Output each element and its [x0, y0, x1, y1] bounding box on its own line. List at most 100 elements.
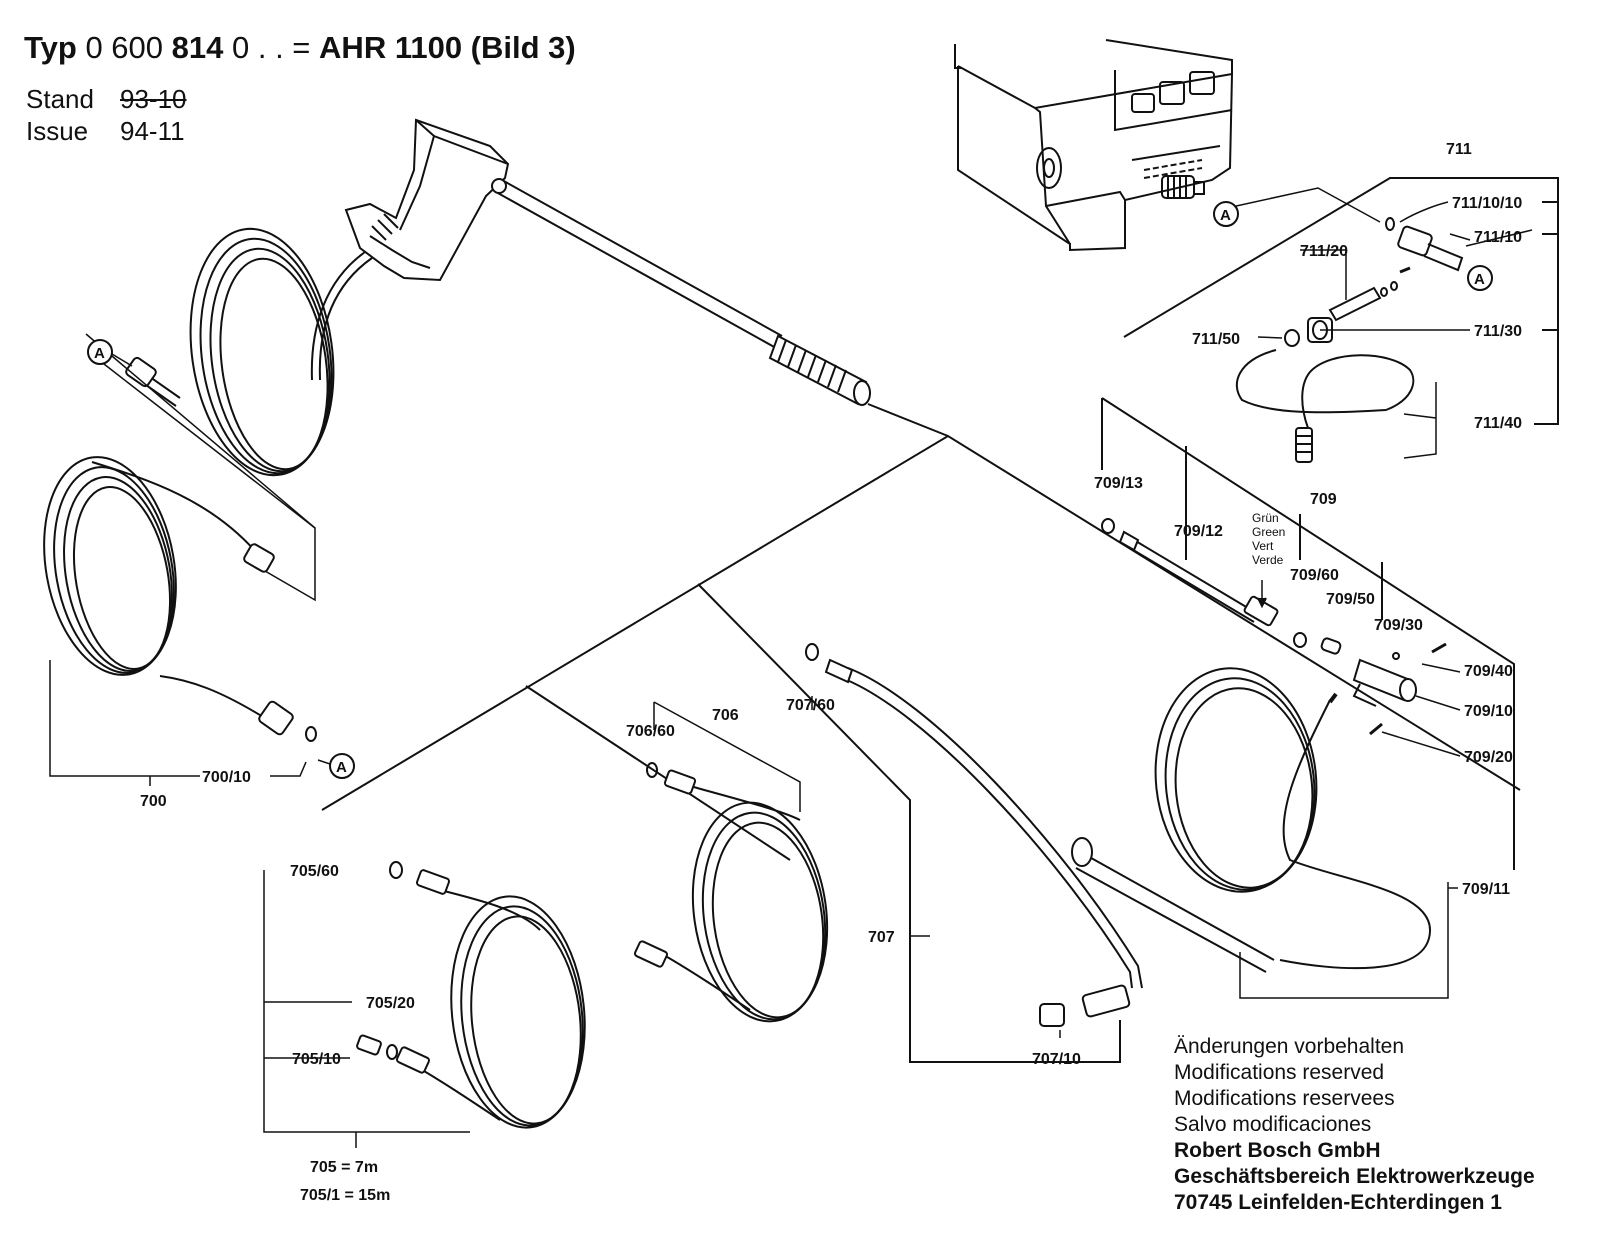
oring-705-60	[389, 861, 403, 879]
diagram-title: Typ 0 600 814 0 . . = AHR 1100 (Bild 3)	[24, 30, 576, 66]
bracket-700	[49, 660, 307, 786]
callout-711-20: 711/20	[1300, 243, 1348, 260]
callout-709-11: 709/11	[1462, 881, 1510, 898]
callout-706-60: 706/60	[626, 723, 675, 740]
callout-711: 711	[1446, 141, 1472, 158]
callout-709-20: 709/20	[1464, 749, 1513, 766]
callout-706: 706	[712, 707, 739, 724]
hose-705	[396, 869, 586, 1129]
oring-705-20	[386, 1044, 398, 1060]
typ-number-b: 814	[171, 30, 224, 65]
bracket-711	[1123, 177, 1559, 425]
model-name: AHR 1100 (Bild 3)	[319, 30, 576, 65]
machine-housing	[954, 39, 1233, 252]
lance-709-12	[1118, 530, 1279, 627]
hose-706	[634, 769, 829, 1023]
bracket-711-40	[1403, 382, 1437, 459]
connector-711-10	[1397, 225, 1464, 272]
color-note-de: Grün	[1252, 511, 1279, 525]
nozzle-705-10	[356, 1034, 382, 1056]
connector-a-gun-hose-label: A	[94, 345, 105, 362]
stand-row: Stand 93-10	[26, 84, 187, 115]
typ-label: Typ	[24, 30, 77, 65]
issue-value: 94-11	[120, 116, 185, 146]
callout-705-20: 705/20	[366, 995, 415, 1012]
lance-grip	[768, 334, 871, 406]
hose-709-11-coil	[1154, 667, 1432, 970]
stand-label: Stand	[26, 84, 94, 114]
callout-711-10-10: 711/10/10	[1452, 195, 1522, 212]
bracket-709-11-lower	[1239, 882, 1449, 999]
hose-callout-box	[85, 333, 316, 602]
issue-label: Issue	[26, 116, 89, 146]
callout-709-13: 709/13	[1094, 475, 1143, 492]
callout-700-10: 700/10	[202, 769, 251, 786]
color-note-fr: Vert	[1252, 539, 1274, 553]
callout-707: 707	[868, 929, 895, 946]
typ-number-a: 0 600	[85, 30, 164, 65]
bracket-706	[653, 701, 801, 812]
callout-709-60: 709/60	[1290, 567, 1339, 584]
connector-a-711: A	[1467, 265, 1493, 291]
gun-hose-coil	[189, 227, 373, 477]
connector-a-top: A	[1213, 201, 1239, 227]
screw-709-20	[1369, 722, 1383, 736]
callout-711-40: 711/40	[1474, 415, 1522, 432]
stand-value: 93-10	[120, 84, 187, 114]
callout-711-50: 711/50	[1192, 331, 1240, 348]
callout-705-length: 705 = 7m	[310, 1159, 378, 1176]
assembly-bracket	[321, 397, 1521, 1063]
screw-709-40	[1431, 642, 1447, 654]
oring-711-50	[1284, 329, 1300, 347]
oring-709-13	[1101, 518, 1115, 534]
callout-705-10: 705/10	[292, 1051, 341, 1068]
connector-a-top-label: A	[1220, 207, 1231, 224]
callout-705-1-length: 705/1 = 15m	[300, 1187, 390, 1204]
hose-711-40	[1235, 349, 1415, 463]
nipple-711-20	[1328, 266, 1411, 322]
callout-700: 700	[140, 793, 167, 810]
color-note-en: Green	[1252, 525, 1285, 539]
connector-a-700: A	[329, 753, 355, 779]
callout-707-10: 707/10	[1032, 1051, 1081, 1068]
callout-705-60: 705/60	[290, 863, 339, 880]
company-name: Robert Bosch GmbH	[1174, 1139, 1381, 1162]
callout-709: 709	[1310, 491, 1337, 508]
callout-707-60: 707/60	[786, 697, 835, 714]
footer-notes: Änderungen vorbehalten Modifications res…	[1174, 1034, 1535, 1216]
hose-700-fittings	[243, 543, 317, 742]
color-note-es: Verde	[1252, 553, 1284, 567]
spray-gun	[344, 118, 510, 282]
note-de: Änderungen vorbehalten	[1174, 1035, 1405, 1058]
callout-709-50: 709/50	[1326, 591, 1375, 608]
screw-709-30	[1392, 652, 1400, 660]
connector-a-gun-hose: A	[87, 339, 113, 365]
hose-700-coil	[43, 456, 269, 721]
callout-709-12: 709/12	[1174, 523, 1223, 540]
oring-707-60	[805, 643, 819, 661]
lance-707	[824, 658, 1143, 1027]
machine-outlet-fitting	[1161, 175, 1205, 199]
connector-a-700-label: A	[336, 759, 347, 776]
strike-711-10	[1465, 229, 1533, 247]
lance-tube	[491, 178, 783, 349]
nozzle-holder-709-10	[1352, 658, 1417, 707]
oring-706-60	[646, 762, 658, 778]
oring-709-60	[1293, 632, 1307, 648]
nozzle-709-50	[1320, 637, 1342, 655]
note-fr: Modifications reservees	[1174, 1087, 1395, 1110]
typ-number-c: 0 . . =	[232, 30, 311, 65]
company-address: 70745 Leinfelden-Echterdingen 1	[1174, 1191, 1502, 1214]
oring-711-10-10	[1385, 217, 1395, 231]
leader-lines	[1217, 187, 1471, 889]
issue-row: Issue 94-11	[26, 116, 185, 147]
callout-709-10: 709/10	[1464, 703, 1513, 720]
connector-a-711-label: A	[1474, 271, 1485, 288]
company-division: Geschäftsbereich Elektrowerkzeuge	[1174, 1165, 1535, 1188]
callout-709-30: 709/30	[1374, 617, 1423, 634]
callout-709-40: 709/40	[1464, 663, 1513, 680]
gun-hose-coupling	[125, 356, 181, 407]
callout-711-30: 711/30	[1474, 323, 1522, 340]
note-en: Modifications reserved	[1174, 1061, 1385, 1084]
